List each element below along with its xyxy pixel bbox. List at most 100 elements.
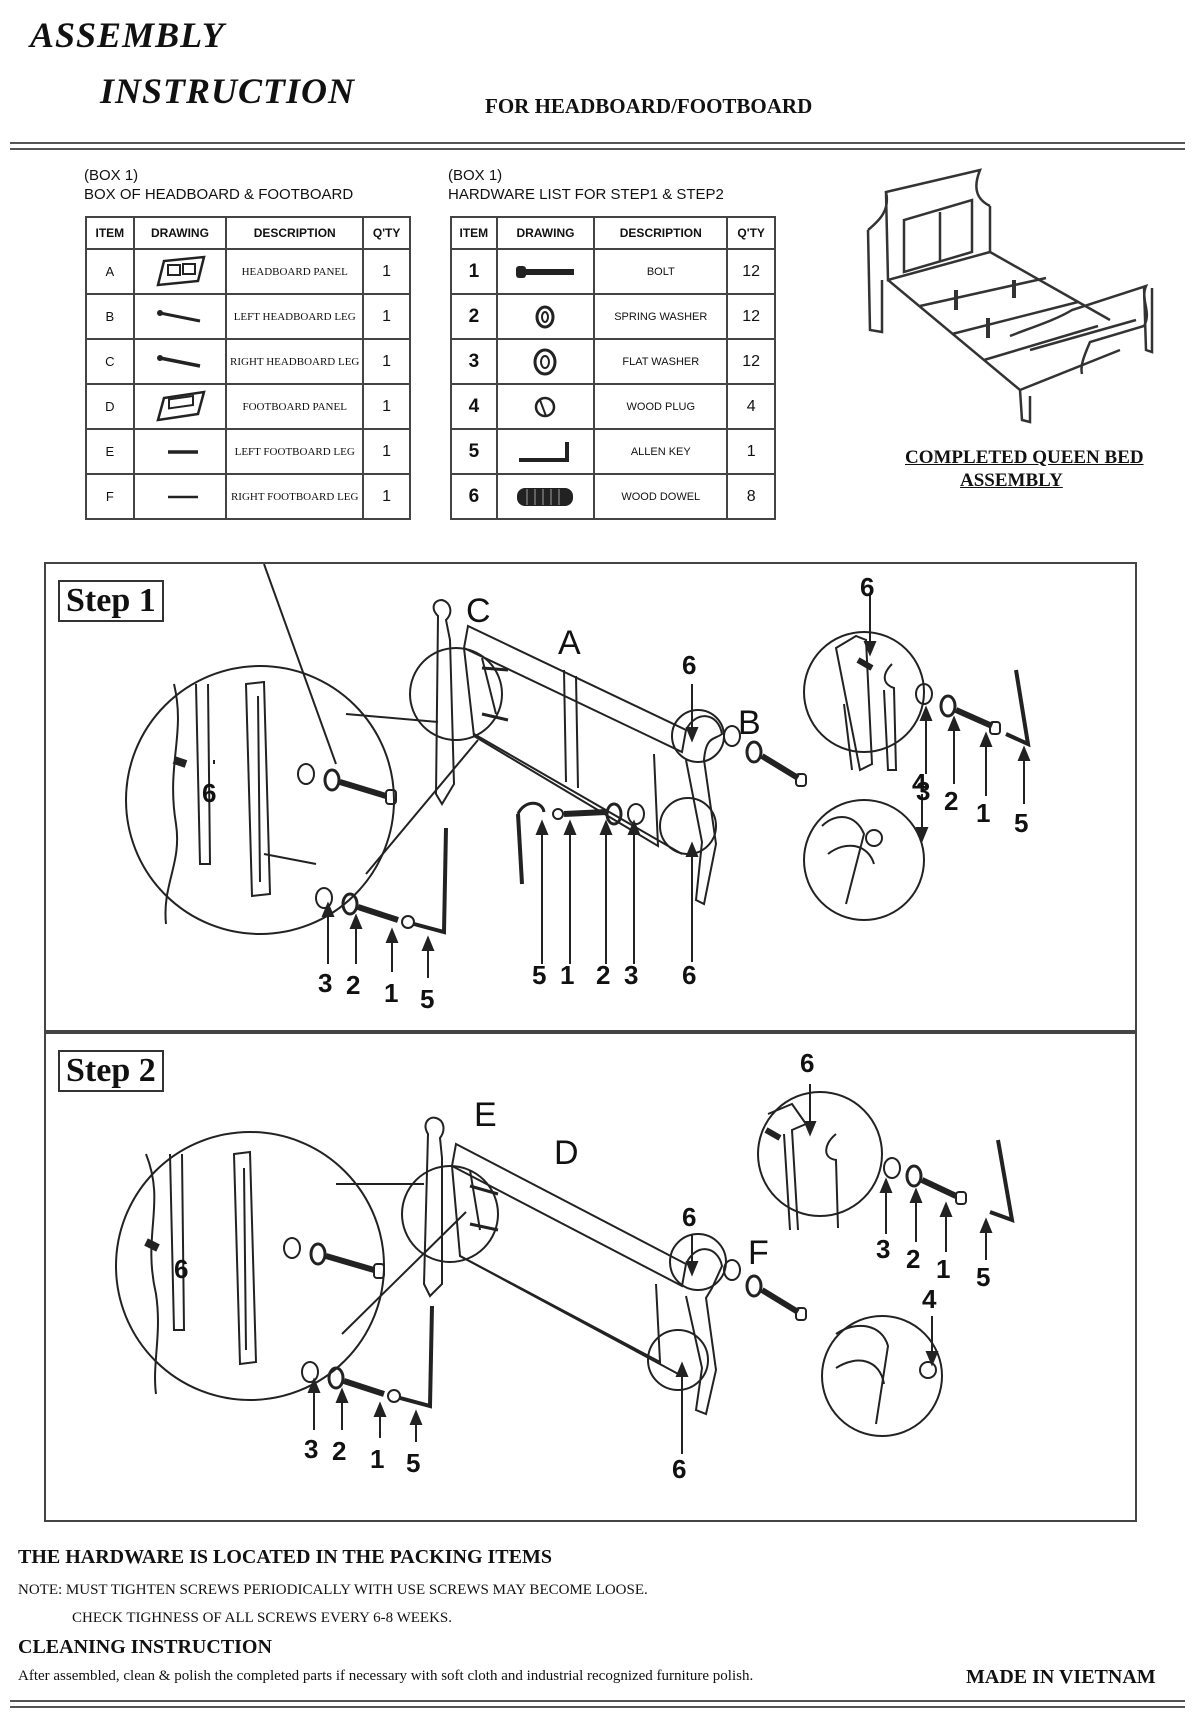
item-qty: 1	[362, 293, 411, 340]
item-description: RIGHT HEADBOARD LEG	[225, 338, 365, 385]
item-description: ALLEN KEY	[593, 428, 729, 475]
header-rule-top	[10, 142, 1185, 144]
item-description: LEFT FOOTBOARD LEG	[225, 428, 365, 475]
col-qty: Q'TY	[362, 216, 411, 250]
table-row: A HEADBOARD PANEL 1	[85, 248, 411, 295]
made-in-label: MADE IN VIETNAM	[966, 1666, 1156, 1688]
callout-spring-washer: 2	[596, 960, 611, 990]
callout-dowel: 6	[202, 778, 217, 808]
item-code: 5	[450, 428, 498, 475]
spring-washer-icon	[495, 293, 596, 340]
callout-bolt: 1	[560, 960, 575, 990]
callout-dowel: 6	[682, 1202, 697, 1232]
footer-rule-bottom	[10, 1706, 1185, 1708]
callout-allen-key: 5	[420, 984, 435, 1014]
item-qty: 4	[726, 383, 776, 430]
item-qty: 1	[726, 428, 776, 475]
item-description: RIGHT FOOTBOARD LEG	[225, 473, 365, 520]
callout-spring-washer: 2	[944, 786, 959, 816]
item-qty: 1	[362, 248, 411, 295]
parts-table: ITEM DRAWING DESCRIPTION Q'TY A HEADBOAR…	[85, 216, 411, 520]
callout-flat-washer: 3	[876, 1234, 891, 1264]
hardware-table: ITEM DRAWING DESCRIPTION Q'TY 1 BOLT 12 …	[450, 216, 776, 520]
leg-icon	[132, 473, 228, 520]
callout-leg-b: B	[738, 704, 761, 742]
callout-panel-d: D	[554, 1134, 579, 1172]
callout-bolt: 1	[936, 1254, 951, 1284]
item-qty: 1	[362, 428, 411, 475]
allen-key-icon	[495, 428, 596, 475]
table-row: 3 FLAT WASHER 12	[450, 338, 776, 385]
table-row: 1 BOLT 12	[450, 248, 776, 295]
table-row: F RIGHT FOOTBOARD LEG 1	[85, 473, 411, 520]
table-row: B LEFT HEADBOARD LEG 1	[85, 293, 411, 340]
note-check: CHECK TIGHNESS OF ALL SCREWS EVERY 6-8 W…	[72, 1610, 453, 1626]
col-description: DESCRIPTION	[225, 216, 365, 250]
callout-dowel: 6	[682, 650, 697, 680]
note-tighten: NOTE: MUST TIGHTEN SCREWS PERIODICALLY W…	[18, 1582, 648, 1598]
footer-rule-top	[10, 1700, 1185, 1702]
item-code: A	[85, 248, 135, 295]
callout-dowel: 6	[174, 1254, 189, 1284]
callout-dowel: 6	[682, 960, 697, 990]
callout-leg-f: F	[748, 1234, 769, 1272]
leg-icon	[132, 428, 228, 475]
item-code: C	[85, 338, 135, 385]
step1-diagram	[125, 564, 1031, 978]
step1-panel: Step 1	[44, 562, 1137, 1032]
callout-bolt: 1	[370, 1444, 385, 1474]
col-description: DESCRIPTION	[593, 216, 729, 250]
page-subtitle: FOR HEADBOARD/FOOTBOARD	[485, 94, 813, 118]
item-description: WOOD PLUG	[593, 383, 729, 430]
completed-bed-illustration	[866, 168, 1154, 424]
table-row: 2 SPRING WASHER 12	[450, 293, 776, 340]
callout-flat-washer: 3	[304, 1434, 319, 1464]
table-row: 5 ALLEN KEY 1	[450, 428, 776, 475]
callout-allen-key: 5	[406, 1448, 421, 1478]
cleaning-text: After assembled, clean & polish the comp…	[18, 1668, 754, 1684]
table-row: 6 WOOD DOWEL 8	[450, 473, 776, 520]
col-qty: Q'TY	[726, 216, 776, 250]
callout-leg-c: C	[466, 592, 491, 630]
item-code: E	[85, 428, 135, 475]
completed-caption-line1: COMPLETED QUEEN BED	[905, 447, 1144, 468]
item-qty: 8	[726, 473, 776, 520]
box2-caption: (BOX 1) HARDWARE LIST FOR STEP1 & STEP2	[448, 166, 724, 204]
item-code: 3	[450, 338, 498, 385]
col-drawing: DRAWING	[132, 216, 228, 250]
panel-icon	[132, 383, 228, 430]
wood-dowel-icon	[495, 473, 596, 520]
item-code: D	[85, 383, 135, 430]
step2-panel: Step 2	[44, 1032, 1137, 1522]
step2-label: Step 2	[58, 1050, 164, 1092]
callout-spring-washer: 2	[346, 970, 361, 1000]
item-qty: 12	[726, 338, 776, 385]
callout-leg-e: E	[474, 1096, 497, 1134]
box2-caption-line1: (BOX 1)	[448, 167, 503, 184]
leg-icon	[132, 338, 228, 385]
item-description: FOOTBOARD PANEL	[225, 383, 365, 430]
item-description: WOOD DOWEL	[593, 473, 729, 520]
hardware-table-header: ITEM DRAWING DESCRIPTION Q'TY	[450, 216, 776, 250]
item-description: HEADBOARD PANEL	[225, 248, 365, 295]
callout-dowel: 6	[672, 1454, 687, 1484]
table-row: C RIGHT HEADBOARD LEG 1	[85, 338, 411, 385]
callout-flat-washer: 3	[318, 968, 333, 998]
item-qty: 1	[362, 473, 411, 520]
col-item: ITEM	[450, 216, 498, 250]
callout-bolt: 1	[976, 798, 991, 828]
item-description: BOLT	[593, 248, 729, 295]
flat-washer-icon	[495, 338, 596, 385]
callout-flat-washer: 3	[916, 776, 931, 806]
callout-allen-key: 5	[976, 1262, 991, 1292]
item-qty: 12	[726, 293, 776, 340]
panel-icon	[132, 248, 228, 295]
callout-spring-washer: 2	[906, 1244, 921, 1274]
callout-panel-a: A	[558, 624, 581, 662]
callout-allen-key: 5	[1014, 808, 1029, 838]
callout-dowel: 6	[800, 1048, 815, 1078]
item-qty: 1	[362, 383, 411, 430]
box2-caption-line2: HARDWARE LIST FOR STEP1 & STEP2	[448, 186, 724, 203]
item-code: 6	[450, 473, 498, 520]
title-instruction: INSTRUCTION	[100, 71, 356, 111]
